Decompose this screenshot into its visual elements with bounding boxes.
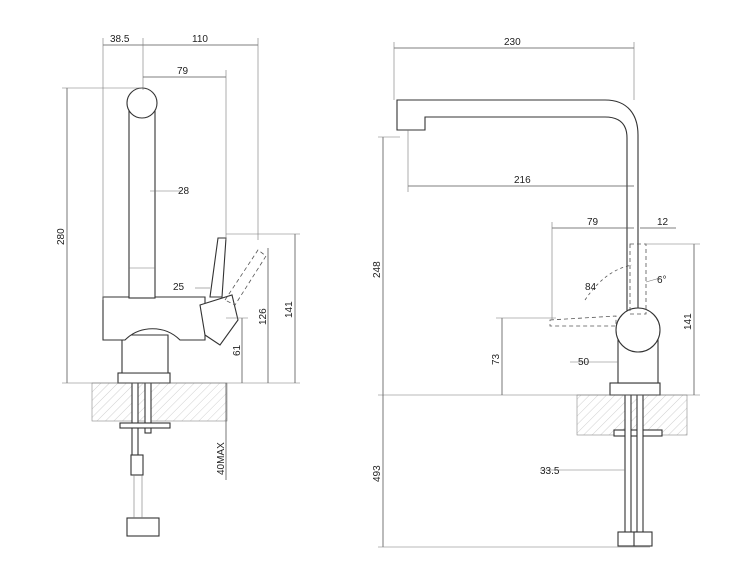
dim-110: 110 bbox=[192, 34, 208, 45]
dim-61: 61 bbox=[232, 344, 243, 356]
dim-25: 25 bbox=[173, 282, 185, 293]
spout-head-left bbox=[126, 87, 158, 119]
spout-right bbox=[396, 99, 639, 319]
dim-126: 126 bbox=[258, 308, 269, 325]
dim-141: 141 bbox=[683, 313, 694, 330]
dim-248: 248 bbox=[372, 261, 383, 278]
spout-tube-left bbox=[128, 109, 156, 299]
dim-141: 141 bbox=[284, 301, 295, 318]
dim-28: 28 bbox=[178, 186, 190, 197]
dim-216: 216 bbox=[514, 175, 531, 186]
dim-280: 280 bbox=[56, 228, 67, 245]
base-left bbox=[117, 372, 171, 384]
body-lower-left bbox=[121, 334, 169, 374]
lever-arm-left bbox=[199, 294, 239, 346]
dim-12: 12 bbox=[657, 217, 669, 228]
supply-hoses-left bbox=[119, 377, 171, 537]
cartridge-right bbox=[615, 307, 661, 353]
body-left bbox=[102, 296, 206, 341]
dim-6-deg: 6° bbox=[657, 275, 667, 286]
lever-upright-right bbox=[629, 243, 647, 315]
supply-hoses-right bbox=[613, 389, 663, 547]
dim-79: 79 bbox=[587, 217, 599, 228]
countertop-right bbox=[576, 394, 688, 436]
dim-50: 50 bbox=[578, 357, 590, 368]
lever-swing-right bbox=[549, 315, 617, 327]
dim-79: 79 bbox=[177, 66, 189, 77]
front-view: 230 216 79 12 248 84 6° 141 73 50 493 33… bbox=[372, 37, 700, 548]
dim-84: 84 bbox=[585, 282, 597, 293]
side-view: 38.5 110 79 280 28 25 126 141 61 40MAX bbox=[56, 34, 300, 537]
dim-40max: 40MAX bbox=[216, 442, 227, 475]
countertop-left bbox=[91, 382, 228, 422]
dim-230: 230 bbox=[504, 37, 521, 48]
base-right bbox=[609, 382, 661, 396]
dim-38-5: 38.5 bbox=[110, 34, 130, 45]
dim-33-5: 33.5 bbox=[540, 466, 560, 477]
dim-493: 493 bbox=[372, 465, 383, 482]
lever-left bbox=[209, 237, 227, 298]
dim-73: 73 bbox=[491, 353, 502, 365]
